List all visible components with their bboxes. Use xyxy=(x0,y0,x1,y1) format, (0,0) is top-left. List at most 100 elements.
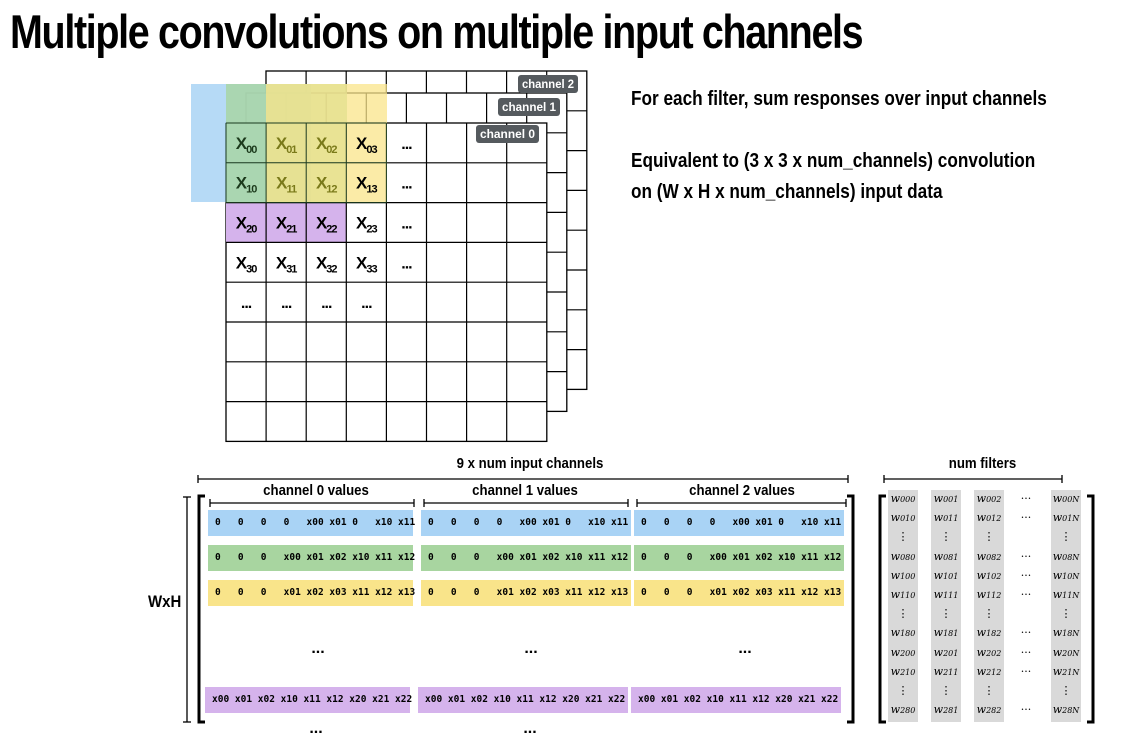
filter-weight-cell: ··· xyxy=(1020,492,1032,505)
filter-weight-cell: ⋮ xyxy=(983,684,995,697)
matrix-width-bracket xyxy=(197,475,849,483)
filter-weight-cell: w182 xyxy=(976,626,1002,640)
filter-weight-cell: ⋮ xyxy=(983,607,995,621)
filter-weight-cell: w181 xyxy=(933,626,959,640)
filter-weight-cell: w212 xyxy=(976,664,1002,678)
filter-weight-cell: w111 xyxy=(933,588,959,601)
grid-cell-label: X31 xyxy=(276,253,297,275)
grid-cell-label: X12 xyxy=(316,174,337,196)
note-equivalent: Equivalent to (3 x 3 x num_channels) con… xyxy=(631,150,1036,172)
note-sum-responses: For each filter, sum responses over inpu… xyxy=(631,88,1047,110)
filter-weight-cell: w201 xyxy=(933,645,959,659)
page-title: Multiple convolutions on multiple input … xyxy=(10,5,864,58)
matrix-header: 9 x num input channels xyxy=(456,455,604,472)
weight-column-shade xyxy=(888,490,918,722)
matrix-left-bracket xyxy=(197,494,205,724)
matrix-row-bar: 0 0 0 x00 x01 x02 x10 x11 x12 xyxy=(634,545,844,571)
grid-cell-label: X01 xyxy=(276,134,297,156)
grid-cell-label: X33 xyxy=(356,253,377,275)
filter-weight-cell: w18N xyxy=(1052,626,1080,640)
channel-0-tag: channel 0 xyxy=(476,125,539,143)
filter-weight-cell: ··· xyxy=(1020,626,1032,640)
filter-weight-cell: w082 xyxy=(976,549,1002,563)
filter-weight-cell: w102 xyxy=(976,568,1002,582)
matrix-row-bar: 0 0 0 x00 x01 x02 x10 x11 x12 xyxy=(421,545,631,571)
filter-weight-cell: w001 xyxy=(933,492,959,505)
channel-1-bracket xyxy=(423,499,629,507)
channel-2-bracket xyxy=(636,499,847,507)
filter-weight-cell: w080 xyxy=(890,549,916,563)
grid-cell-label: X23 xyxy=(356,214,377,236)
purple-window-cells xyxy=(226,202,347,243)
channel-0-bracket xyxy=(209,499,415,507)
channel-tag-background xyxy=(476,125,539,143)
weight-column-shade xyxy=(1051,490,1081,722)
filter-weight-cell: w202 xyxy=(976,645,1002,659)
channel-1-tag: channel 1 xyxy=(498,98,560,116)
filter-weight-cell: w01N xyxy=(1052,511,1080,525)
matrix-row-bar: 0 0 0 0 x00 x01 0 x10 x11 xyxy=(421,510,631,536)
filter-weight-cell: w282 xyxy=(976,703,1002,717)
filter-weight-cell: w11N xyxy=(1052,588,1080,601)
grid-cell-label: ... xyxy=(361,295,372,312)
filter-weight-cell: w21N xyxy=(1052,664,1080,678)
channel-tag-background xyxy=(498,98,560,116)
filter-weight-cell: w112 xyxy=(976,588,1002,601)
grid-cell-label: X03 xyxy=(356,134,377,156)
grid-cell-label: ... xyxy=(241,295,252,312)
filters-right-bracket xyxy=(1087,494,1095,724)
filter-weight-cell: ⋮ xyxy=(897,530,909,544)
matrix-row-bar: x00 x01 x02 x10 x11 x12 x20 x21 x22 xyxy=(418,687,628,713)
grid-cell-label: X13 xyxy=(356,174,377,196)
filter-weight-cell: w20N xyxy=(1052,645,1080,659)
grid-cell-label: X20 xyxy=(236,214,257,236)
grid-cell-label: ... xyxy=(281,295,292,312)
filter-weight-cell: w280 xyxy=(890,703,916,717)
channel-tag-background xyxy=(518,75,578,93)
grid-cell-label: ... xyxy=(401,216,412,233)
grid-cell-label: X32 xyxy=(316,253,337,275)
filter-weight-cell: w210 xyxy=(890,664,916,678)
channel-2-tag: channel 2 xyxy=(518,75,578,93)
filter-weight-cell: ⋮ xyxy=(1060,530,1072,544)
channel-2-values-header: channel 2 values xyxy=(689,482,795,499)
grid-cell-label: ... xyxy=(321,295,332,312)
filter-weight-cell: w101 xyxy=(933,568,959,582)
channel-tag-label: channel 1 xyxy=(502,100,556,114)
matrix-ellipsis: ... xyxy=(523,720,537,737)
filter-weight-cell: ⋮ xyxy=(940,530,952,544)
filter-weight-cell: w002 xyxy=(976,492,1002,505)
filter-weight-cell: w012 xyxy=(976,511,1002,525)
filter-weight-cell: ⋮ xyxy=(897,607,909,621)
filter-weight-cell: ⋮ xyxy=(940,684,952,697)
grid-cell-label: X21 xyxy=(276,214,297,236)
yellow-filter-window xyxy=(266,84,387,202)
filter-weight-cell: ··· xyxy=(1020,568,1032,582)
filter-weight-cell: ··· xyxy=(1020,549,1032,563)
grid-cell-label: ... xyxy=(401,176,412,193)
filter-weight-cell: ⋮ xyxy=(1060,684,1072,697)
grid-cell-label: ... xyxy=(401,255,412,272)
channel-1-values-header: channel 1 values xyxy=(472,482,578,499)
channel-tag-label: channel 2 xyxy=(522,77,574,91)
filter-weight-cell: ⋮ xyxy=(983,530,995,544)
filter-weight-cell: ⋮ xyxy=(940,607,952,621)
matrix-row-bar: 0 0 0 x01 x02 x03 x11 x12 x13 xyxy=(634,580,844,606)
grid-cell-label: X30 xyxy=(236,253,257,275)
filter-weight-cell: w28N xyxy=(1052,703,1080,717)
filter-weight-cell: w211 xyxy=(933,664,959,678)
matrix-row-bar: x00 x01 x02 x10 x11 x12 x20 x21 x22 xyxy=(631,687,841,713)
filter-weight-cell: w100 xyxy=(890,568,916,582)
grid-cell-label: X02 xyxy=(316,134,337,156)
filter-weight-cell: ··· xyxy=(1020,645,1032,659)
matrix-ellipsis: ... xyxy=(738,640,752,657)
filter-weight-cell: w110 xyxy=(890,588,916,601)
filter-weight-cell: ⋮ xyxy=(897,684,909,697)
filter-weight-cell: ··· xyxy=(1020,703,1032,717)
wxh-bracket xyxy=(183,496,191,723)
matrix-ellipsis: ... xyxy=(309,720,323,737)
filter-weight-cell: w08N xyxy=(1052,549,1080,563)
channel-tag-label: channel 0 xyxy=(480,127,535,141)
